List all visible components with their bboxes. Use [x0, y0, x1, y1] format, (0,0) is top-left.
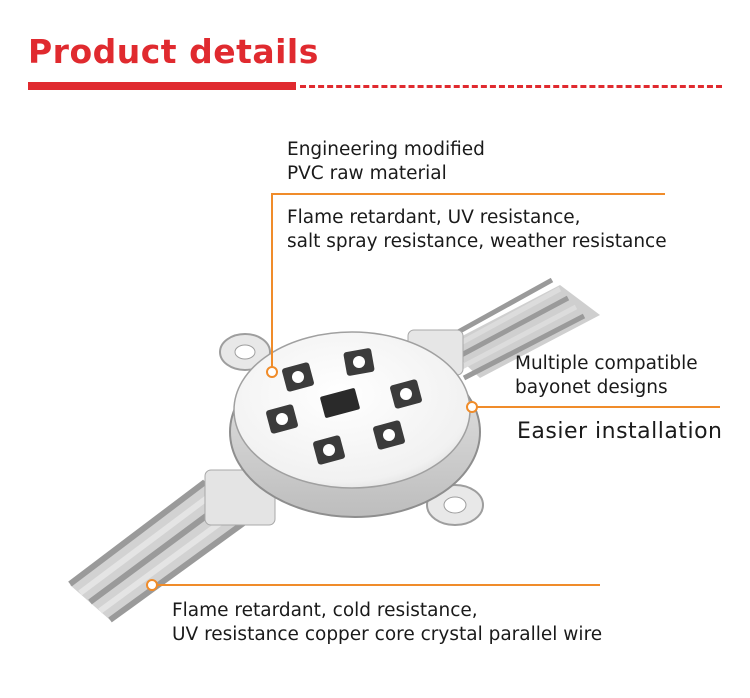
callout-wire: Flame retardant, cold resistance, UV res…	[172, 599, 602, 647]
callout-resistance-line1: Flame retardant, UV resistance,	[287, 207, 581, 228]
callout-bayonet: Multiple compatible bayonet designs	[515, 352, 698, 400]
led-chip-icon	[343, 348, 375, 376]
callout-leader-lines	[152, 193, 720, 586]
callout-installation: Easier installation	[517, 419, 723, 444]
led-chip-icon	[313, 435, 345, 465]
title-dashed-divider	[300, 85, 722, 88]
lower-wire-bundle	[68, 469, 276, 623]
callout-bayonet-line1: Multiple compatible	[515, 353, 698, 374]
led-chip-icon	[266, 404, 298, 434]
callout-material-line1: Engineering modified	[287, 139, 485, 160]
ic-chip-icon	[320, 388, 360, 418]
leader-dot	[466, 401, 478, 413]
callout-material: Engineering modified PVC raw material	[287, 138, 485, 186]
callout-bayonet-line2: bayonet designs	[515, 377, 668, 398]
callout-resistance: Flame retardant, UV resistance, salt spr…	[287, 206, 667, 254]
page-title: Product details	[28, 32, 319, 71]
callout-resistance-line2: salt spray resistance, weather resistanc…	[287, 231, 667, 252]
led-chip-icon	[390, 379, 422, 409]
title-underline	[28, 82, 296, 90]
callout-wire-line2: UV resistance copper core crystal parall…	[172, 624, 603, 645]
callout-wire-line1: Flame retardant, cold resistance,	[172, 600, 478, 621]
led-chip-icon	[282, 362, 314, 392]
leader-dot	[146, 579, 158, 591]
leader-dot	[266, 366, 278, 378]
callout-material-line2: PVC raw material	[287, 163, 447, 184]
led-chip-icon	[373, 420, 405, 450]
